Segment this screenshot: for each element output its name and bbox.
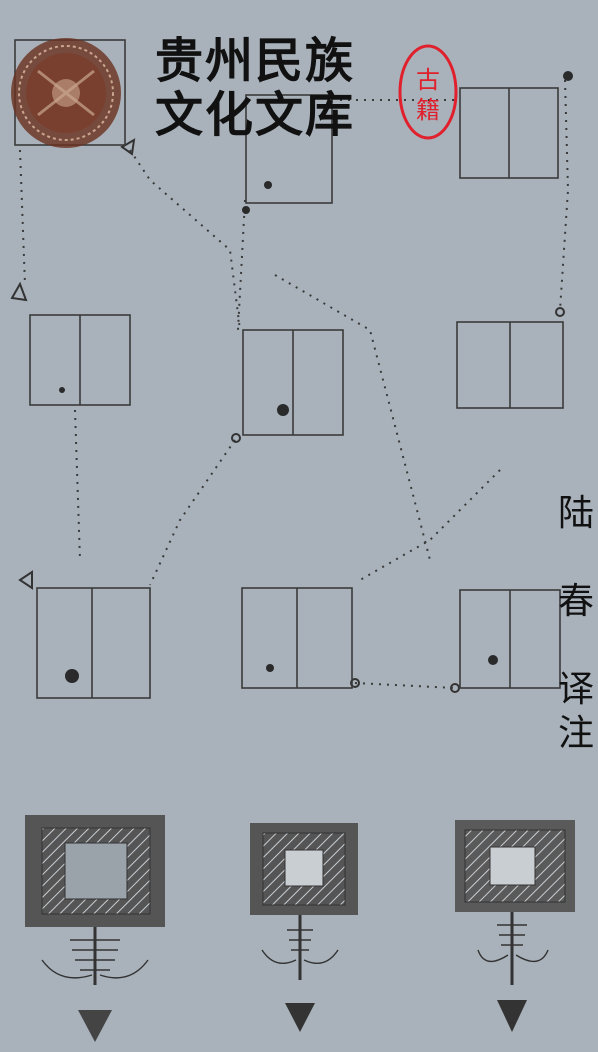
series-title-line2: 文化文库 — [155, 87, 356, 143]
stamp-char-2: 籍 — [416, 96, 440, 124]
author-credit: 陆 春 译 注 — [556, 492, 596, 756]
author-role-char-1: 译 — [557, 669, 594, 710]
author-name-char-1: 陆 — [557, 493, 594, 534]
red-oval-stamp-icon: 古 籍 — [398, 44, 458, 140]
stamp-char-1: 古 — [416, 66, 440, 94]
series-title-line1: 贵州民族 — [155, 33, 356, 89]
author-role-char-2: 注 — [557, 713, 594, 754]
author-name-char-2: 春 — [557, 581, 594, 622]
series-title: 贵州民族 文化文库 — [155, 34, 355, 142]
round-seal-icon — [11, 38, 121, 148]
